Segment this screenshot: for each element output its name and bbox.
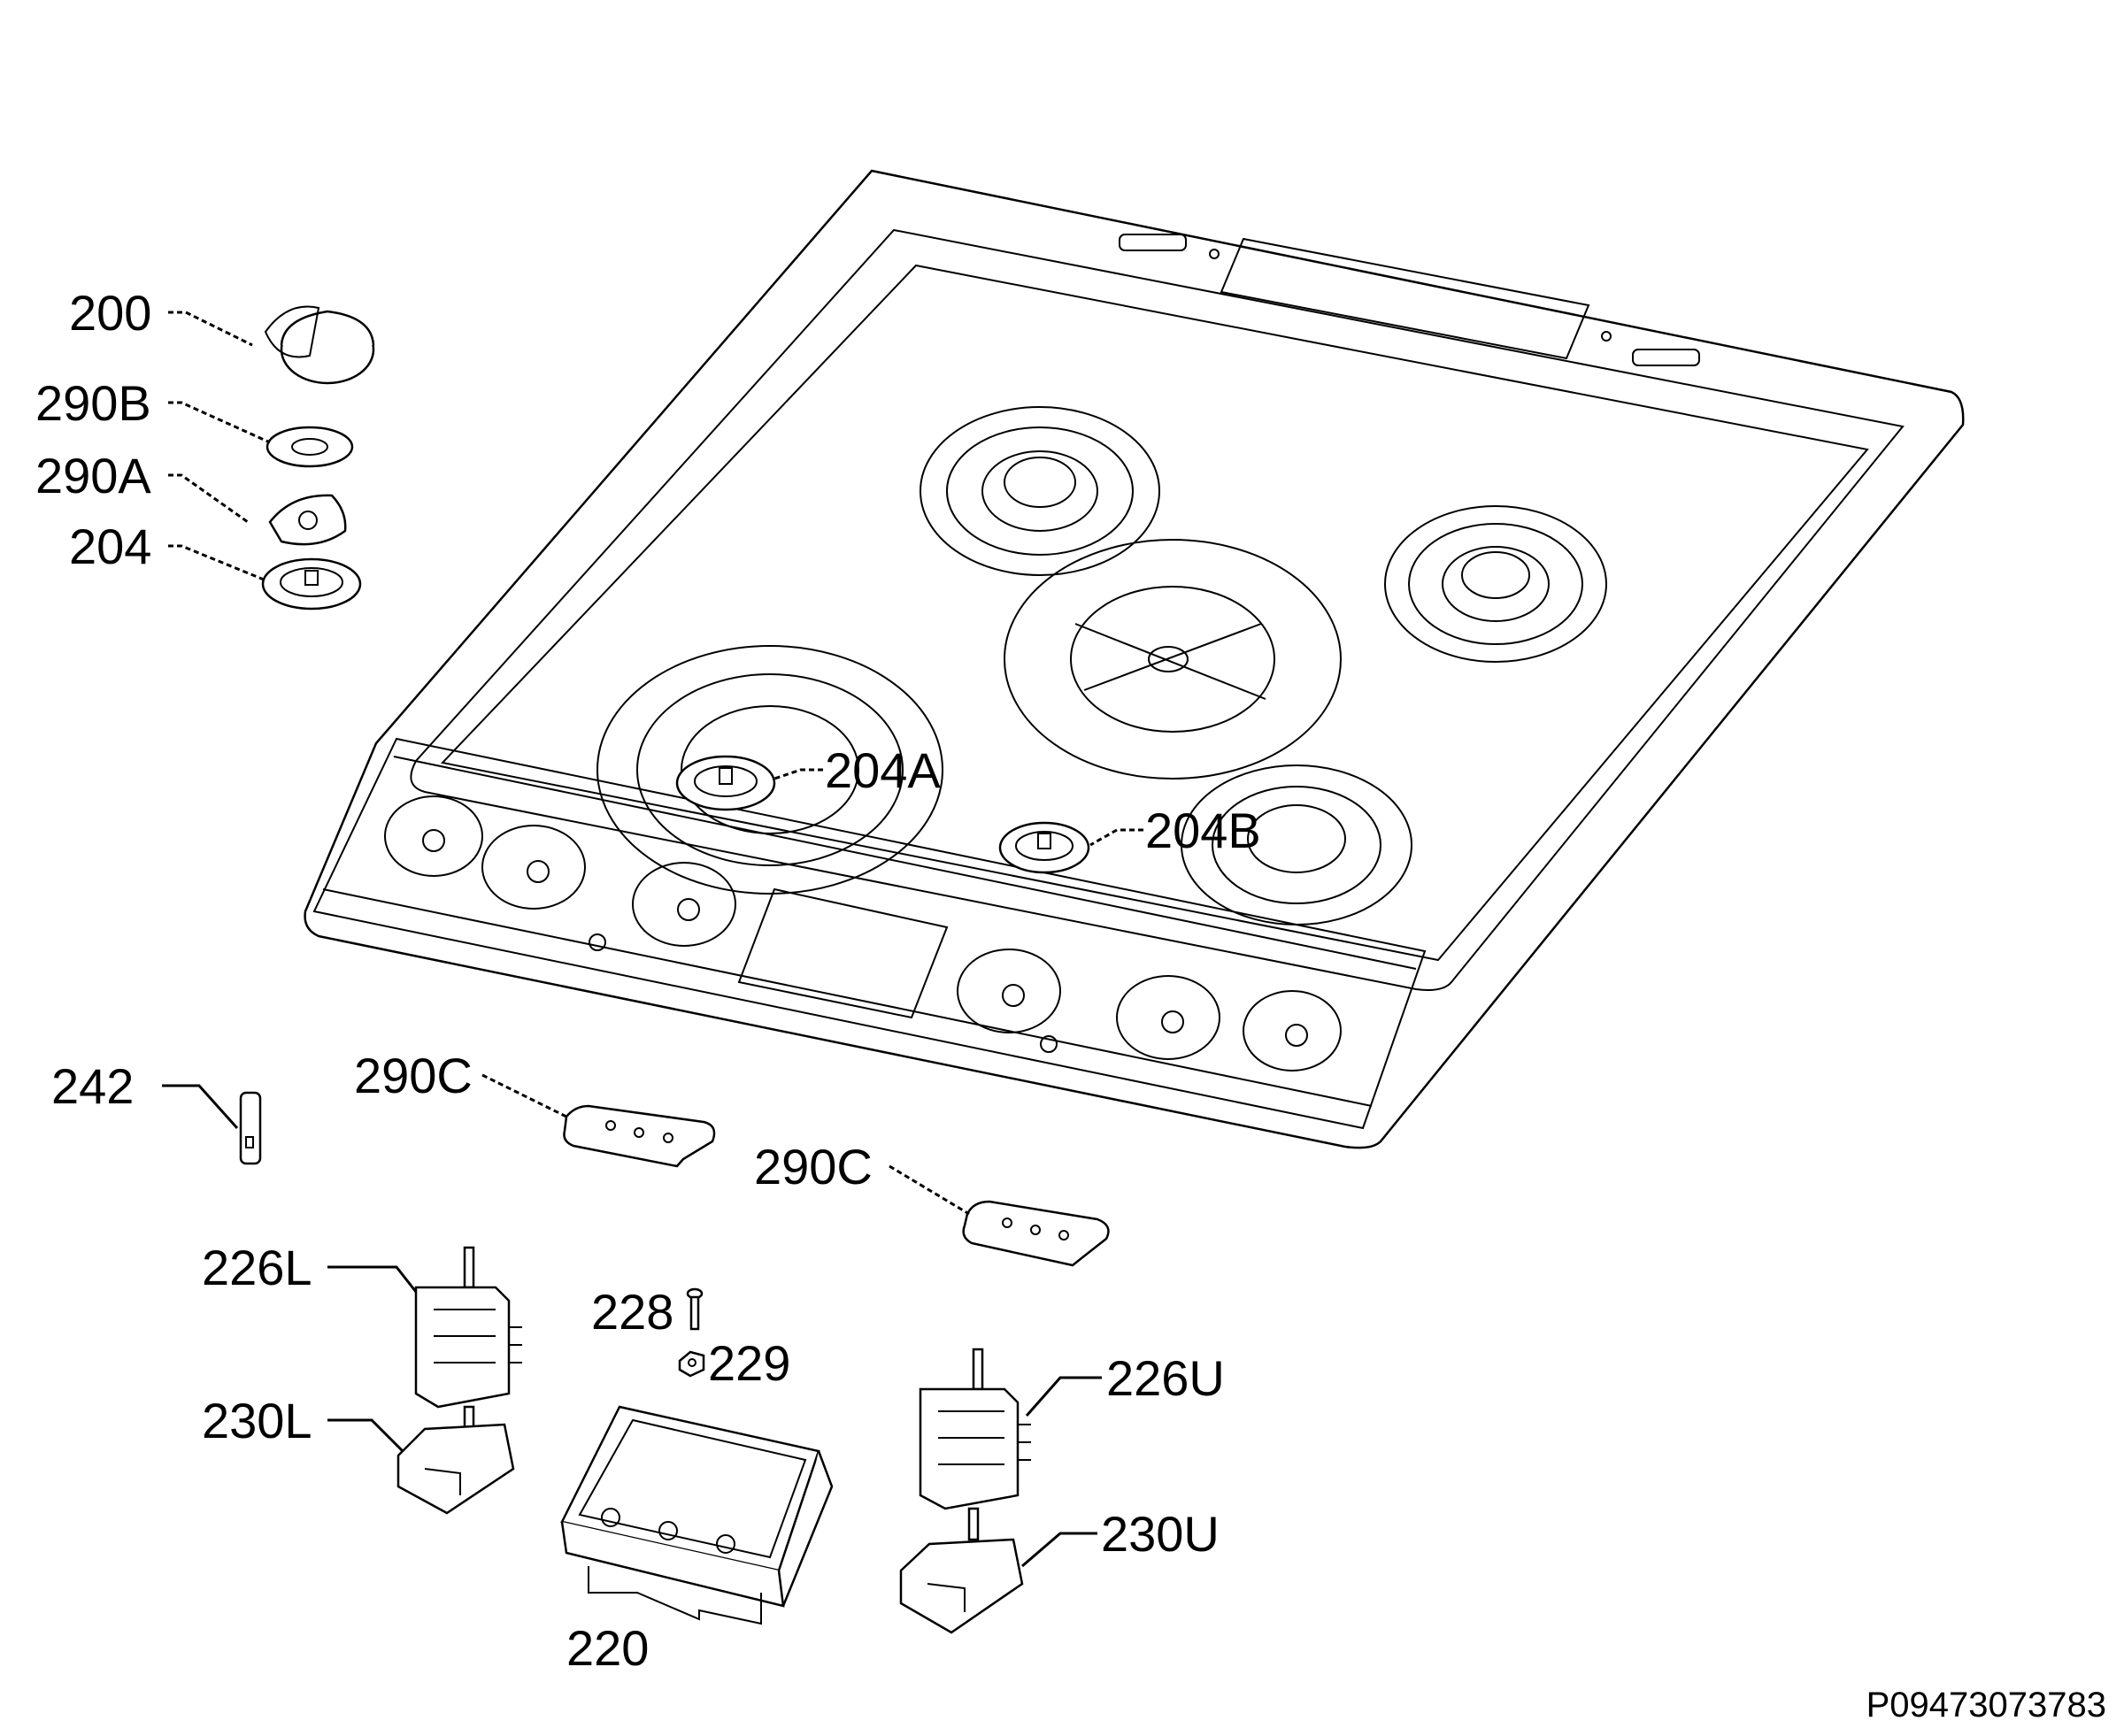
part-230U-switch [899, 1507, 1024, 1634]
part-290C-pad-2 [962, 1200, 1110, 1267]
label-204: 204 [69, 518, 151, 574]
part-229-nut [678, 1350, 705, 1378]
part-290B-ring [266, 426, 354, 468]
display-window [737, 887, 949, 1019]
label-226L: 226L [202, 1240, 312, 1295]
burner-centre [1004, 539, 1342, 780]
part-290A-plate [268, 494, 347, 546]
burner-rear-left [920, 406, 1160, 576]
part-242-pin [239, 1091, 262, 1165]
label-290A: 290A [35, 448, 151, 503]
control-knob-recesses [384, 795, 1342, 1072]
hob-top-panel [304, 169, 1965, 1149]
part-204B-disc [998, 821, 1090, 874]
label-204B: 204B [1145, 803, 1261, 858]
label-204A: 204A [825, 742, 941, 798]
label-290C-2: 290C [754, 1139, 873, 1194]
label-226U: 226U [1106, 1350, 1225, 1406]
part-204A-disc [675, 755, 776, 811]
label-230U: 230U [1101, 1506, 1220, 1562]
part-labels: 200 290B 290A 204 204A 204B 242 290C 290… [35, 285, 2106, 1724]
leader-lines [162, 311, 1143, 1568]
part-200-knob [264, 305, 375, 385]
label-228: 228 [591, 1284, 673, 1340]
label-290C-1: 290C [354, 1048, 473, 1103]
label-290B: 290B [35, 375, 151, 431]
part-226L-switch [414, 1246, 522, 1409]
part-226U-switch [919, 1348, 1031, 1510]
part-220-timer-module [560, 1405, 834, 1625]
burner-front-right [1181, 764, 1412, 926]
part-290C-pad-1 [563, 1104, 716, 1168]
part-228-screw [686, 1287, 704, 1331]
label-242: 242 [51, 1058, 134, 1114]
label-220: 220 [566, 1620, 649, 1676]
part-204-disc [261, 557, 362, 611]
label-230L: 230L [202, 1393, 312, 1448]
drawing-code: P09473073783 [1866, 1686, 2106, 1724]
part-230L-switch [396, 1405, 515, 1515]
label-200: 200 [69, 285, 151, 341]
burner-rear-right [1384, 505, 1607, 663]
label-229: 229 [708, 1335, 790, 1391]
burner-front-left [596, 645, 943, 895]
